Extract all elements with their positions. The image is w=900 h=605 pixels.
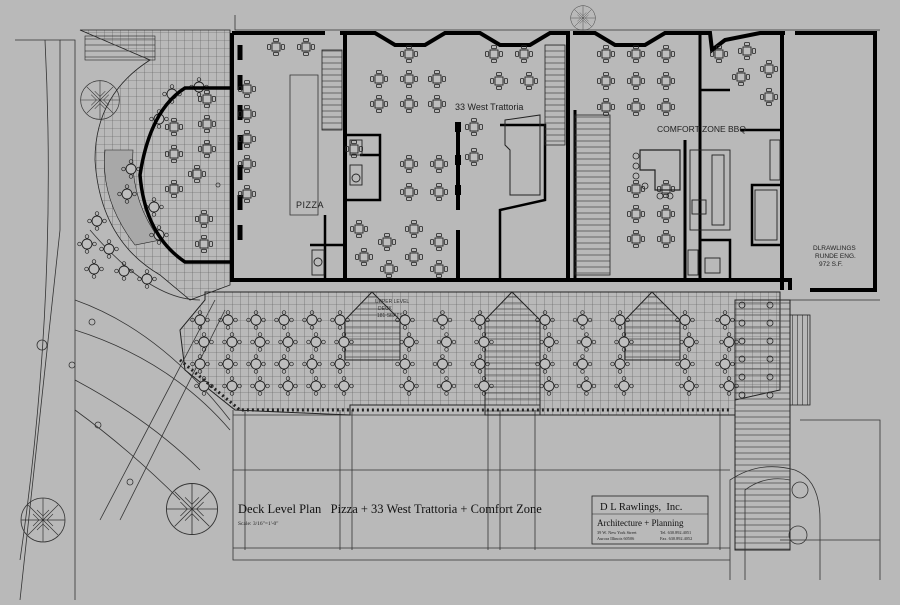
plan-scale: Scale: 3/16"=1'-0" <box>238 521 279 527</box>
bbq-stools <box>632 152 674 200</box>
firm-address-2: Aurora Illinois 60506 <box>597 536 635 541</box>
stair <box>574 114 611 276</box>
tree-icon <box>570 5 596 31</box>
tree-icon <box>20 497 66 543</box>
stair <box>544 44 566 146</box>
comfort-zone-room-label: COMFORT ZONE BBQ <box>657 124 746 134</box>
deck-stair <box>789 314 811 406</box>
deck-label-line1: UPPER LEVEL <box>375 299 409 305</box>
building-walls <box>230 31 877 292</box>
pizza-interior <box>215 74 319 216</box>
deck-tables <box>190 301 774 399</box>
pizza-curved-wall <box>138 86 230 264</box>
planter-dot <box>738 355 746 363</box>
tenant-label-line1: DLRAWLINGS <box>813 245 856 252</box>
planter-dot <box>766 319 774 327</box>
planter-dot <box>738 319 746 327</box>
tenant-label-line2: RUNDE ENG. <box>815 253 856 260</box>
deck-planters <box>344 291 681 416</box>
tenant-area-label: 972 S.F. <box>819 261 843 268</box>
planter-dot <box>738 373 746 381</box>
plaza-paving <box>79 29 231 301</box>
deck-label-line2: DECK <box>378 306 393 312</box>
deck-label-line3: 181 SEATS <box>377 313 403 319</box>
firm-tagline: Architecture + Planning <box>597 518 684 528</box>
planter-dot <box>738 391 746 399</box>
planter-dot <box>766 337 774 345</box>
tree-icon <box>166 483 218 535</box>
deck-stair <box>734 299 791 551</box>
firm-tel: Tel. 630.892.4051 <box>660 530 691 535</box>
trattoria-bar <box>504 114 541 196</box>
firm-title-block: D L Rawlings, Inc. Architecture + Planni… <box>591 495 709 545</box>
planter-dot <box>766 355 774 363</box>
bbq-kitchen <box>687 139 781 276</box>
right-landscape <box>729 466 821 580</box>
bbq-counter <box>639 149 681 191</box>
planter-dot <box>766 301 774 309</box>
firm-name: D L Rawlings, Inc. <box>600 502 682 513</box>
firm-fax: Fax. 630.892.4052 <box>660 536 692 541</box>
planter-dot <box>766 373 774 381</box>
restrooms <box>311 139 363 276</box>
plan-title: Deck Level Plan Pizza + 33 West Trattori… <box>238 502 542 516</box>
planter-dot <box>738 337 746 345</box>
planter-dot <box>738 301 746 309</box>
pizza-room-label: PIZZA <box>296 200 324 210</box>
stair <box>321 49 343 131</box>
trattoria-room-label: 33 West Trattoria <box>455 102 523 112</box>
trattoria-columns <box>455 122 461 195</box>
firm-address-1: 39 W. New York Street <box>597 530 637 535</box>
deck-planter-band <box>179 358 730 412</box>
planter-dot <box>766 391 774 399</box>
